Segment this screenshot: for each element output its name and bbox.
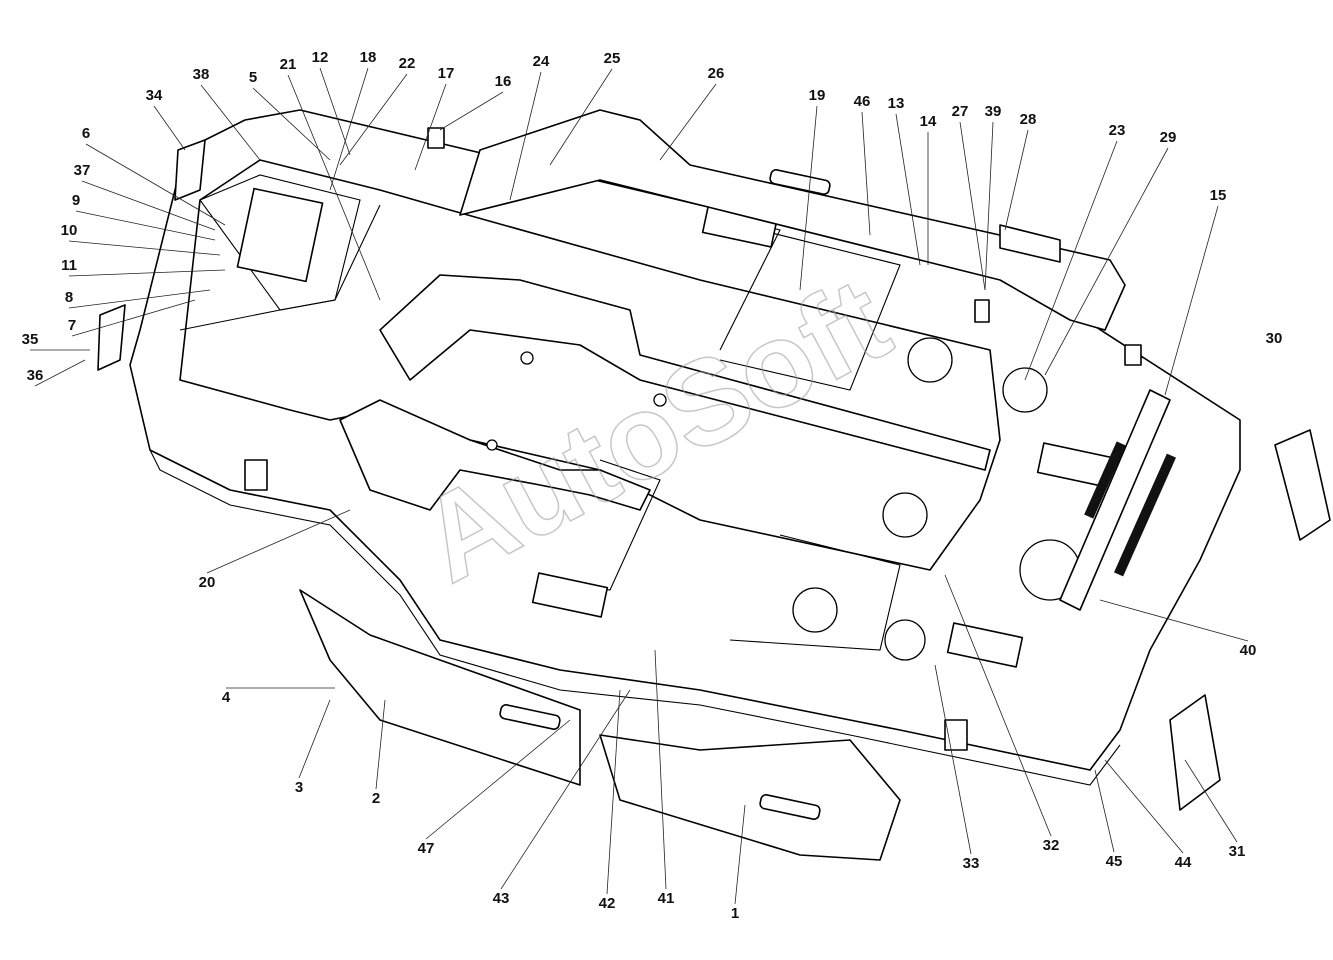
callout-43: 43 bbox=[493, 890, 510, 907]
callout-29: 29 bbox=[1160, 129, 1177, 146]
side-panel-lower-right bbox=[599, 734, 901, 861]
callout-7: 7 bbox=[68, 317, 76, 334]
callout-12: 12 bbox=[312, 49, 329, 66]
leader-line-43 bbox=[500, 689, 631, 890]
leader-line-25 bbox=[549, 68, 613, 166]
callout-24: 24 bbox=[533, 53, 550, 70]
leader-line-22 bbox=[339, 73, 408, 166]
leader-line-41 bbox=[654, 649, 667, 890]
leader-line-40 bbox=[1099, 599, 1249, 642]
callout-3: 3 bbox=[295, 779, 303, 796]
leader-line-29 bbox=[1044, 147, 1169, 376]
callout-19: 19 bbox=[809, 87, 826, 104]
callout-6: 6 bbox=[82, 125, 90, 142]
leader-line-15 bbox=[1164, 205, 1219, 396]
leader-line-36 bbox=[34, 359, 86, 387]
callout-25: 25 bbox=[604, 50, 621, 67]
callout-1: 1 bbox=[731, 905, 739, 922]
leader-line-9 bbox=[75, 210, 216, 241]
leader-line-44 bbox=[1104, 759, 1184, 854]
leader-line-11 bbox=[68, 269, 226, 277]
leader-line-27 bbox=[959, 121, 986, 291]
callout-5: 5 bbox=[249, 69, 257, 86]
leader-line-8 bbox=[68, 289, 211, 309]
callout-26: 26 bbox=[708, 65, 725, 82]
leader-line-16 bbox=[439, 91, 504, 131]
callout-22: 22 bbox=[399, 55, 416, 72]
leader-line-26 bbox=[659, 83, 717, 161]
leader-line-23 bbox=[1024, 140, 1118, 381]
callout-37: 37 bbox=[74, 162, 91, 179]
leader-line-6 bbox=[85, 143, 226, 226]
leader-line-21 bbox=[287, 74, 381, 301]
leader-line-38 bbox=[200, 84, 261, 161]
callout-8: 8 bbox=[65, 289, 73, 306]
side-panel-lower-left bbox=[299, 589, 581, 786]
leader-line-20 bbox=[206, 509, 351, 574]
callout-45: 45 bbox=[1106, 853, 1123, 870]
callout-38: 38 bbox=[193, 66, 210, 83]
leader-line-18 bbox=[329, 67, 369, 191]
leader-line-3 bbox=[298, 699, 331, 779]
bracket-35 bbox=[97, 304, 126, 371]
callout-21: 21 bbox=[280, 56, 297, 73]
callout-34: 34 bbox=[146, 87, 163, 104]
callout-17: 17 bbox=[438, 65, 455, 82]
leader-line-34 bbox=[153, 105, 186, 151]
leader-line-39 bbox=[984, 121, 994, 291]
leader-line-17 bbox=[414, 83, 447, 171]
callout-36: 36 bbox=[27, 367, 44, 384]
callout-31: 31 bbox=[1229, 843, 1246, 860]
callout-27: 27 bbox=[952, 103, 969, 120]
callout-33: 33 bbox=[963, 855, 980, 872]
leader-line-19 bbox=[799, 105, 818, 291]
leader-line-10 bbox=[68, 240, 221, 256]
leader-line-2 bbox=[375, 699, 386, 790]
callout-41: 41 bbox=[658, 890, 675, 907]
leader-line-32 bbox=[944, 574, 1052, 837]
callout-11: 11 bbox=[61, 257, 77, 274]
callout-23: 23 bbox=[1109, 122, 1126, 139]
callout-42: 42 bbox=[599, 895, 616, 912]
bracket-34 bbox=[174, 139, 206, 201]
callout-44: 44 bbox=[1175, 854, 1192, 871]
leader-line-28 bbox=[1004, 129, 1029, 231]
callout-9: 9 bbox=[72, 192, 80, 209]
leader-line-45 bbox=[1094, 769, 1115, 853]
callout-4: 4 bbox=[222, 689, 231, 706]
callout-13: 13 bbox=[888, 95, 905, 112]
leader-line-33 bbox=[934, 664, 972, 855]
leader-line-31 bbox=[1184, 759, 1238, 843]
leader-line-5 bbox=[252, 87, 331, 161]
callout-30: 30 bbox=[1266, 330, 1283, 347]
callout-28: 28 bbox=[1020, 111, 1037, 128]
leader-line-42 bbox=[606, 689, 621, 895]
callout-15: 15 bbox=[1210, 187, 1227, 204]
callout-39: 39 bbox=[985, 103, 1002, 120]
callout-2: 2 bbox=[372, 790, 380, 807]
leader-line-46 bbox=[861, 111, 871, 236]
callout-10: 10 bbox=[61, 222, 78, 239]
callout-40: 40 bbox=[1240, 642, 1257, 659]
callout-46: 46 bbox=[854, 93, 871, 110]
plate-30 bbox=[1274, 429, 1331, 541]
callout-47: 47 bbox=[418, 840, 435, 857]
leader-line-37 bbox=[81, 180, 216, 231]
leader-line-24 bbox=[509, 71, 542, 201]
frame-body bbox=[129, 109, 1241, 786]
callout-16: 16 bbox=[495, 73, 512, 90]
leader-line-7 bbox=[71, 299, 196, 337]
callout-14: 14 bbox=[920, 113, 937, 130]
callout-20: 20 bbox=[199, 574, 216, 591]
plate-31 bbox=[1169, 694, 1221, 811]
leader-line-1 bbox=[734, 804, 746, 905]
leader-line-47 bbox=[425, 719, 571, 840]
side-panel-upper bbox=[459, 109, 1126, 331]
callout-18: 18 bbox=[360, 49, 377, 66]
callout-35: 35 bbox=[22, 331, 39, 348]
callout-32: 32 bbox=[1043, 837, 1060, 854]
leader-line-13 bbox=[895, 113, 921, 266]
